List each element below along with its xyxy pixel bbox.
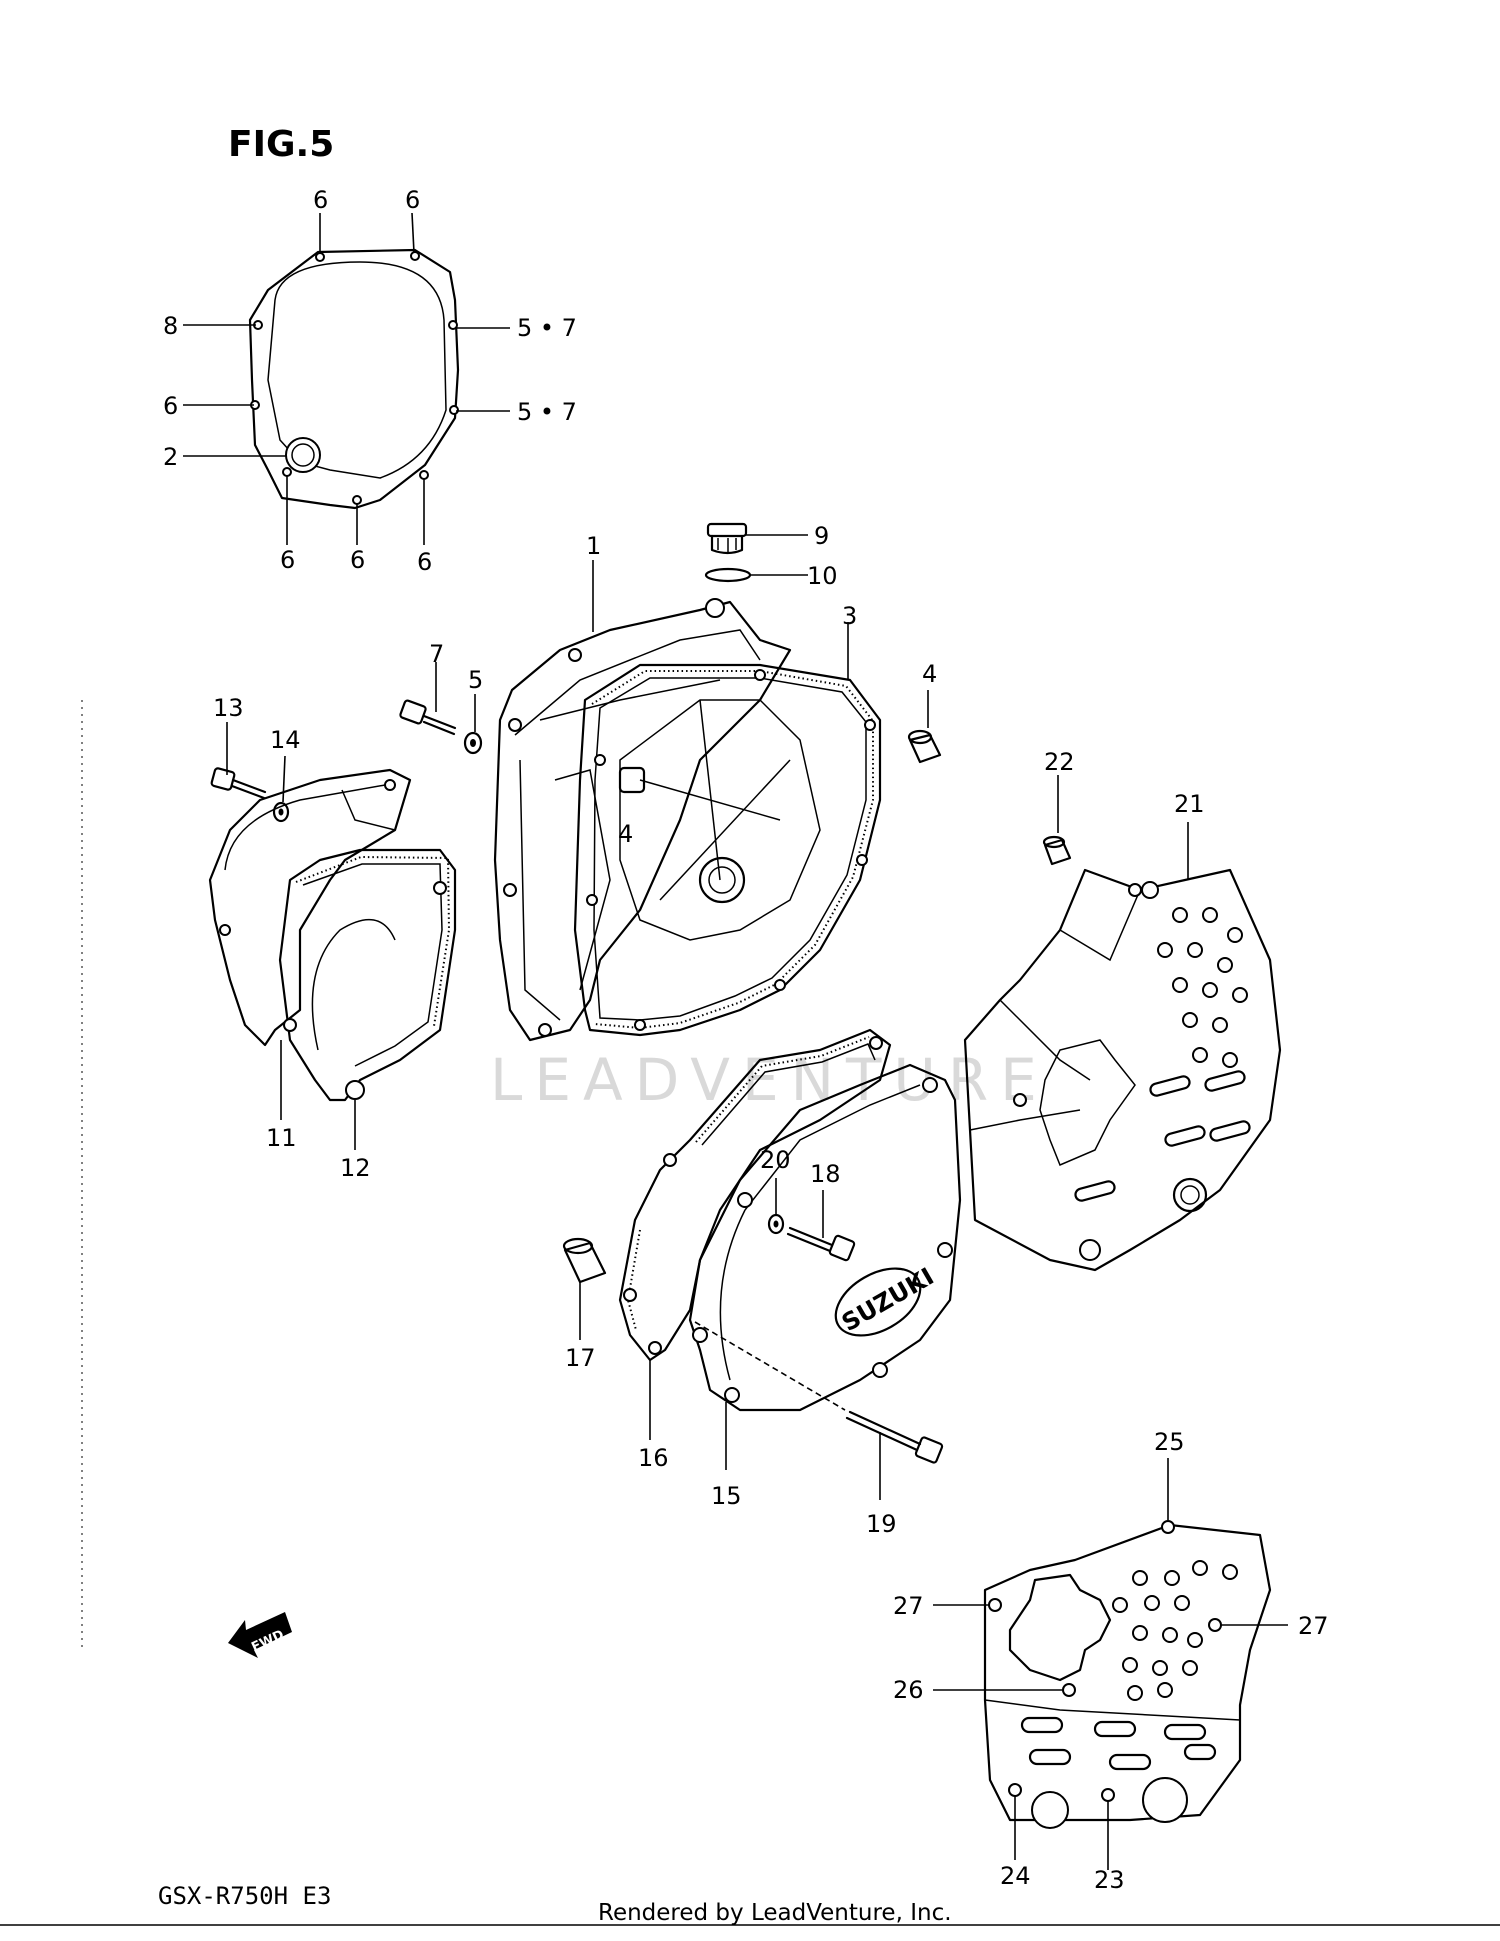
callout: 16 [638,1444,669,1472]
gasket-leaders [183,212,510,545]
callout: 7 [429,640,444,668]
o-ring [704,567,808,583]
callout: 8 [163,312,178,340]
clutch-cover-gasket [248,248,460,510]
washer-20 [767,1178,785,1235]
callout: 6 [405,186,420,214]
callout: 19 [866,1510,897,1538]
callout: 3 [842,602,857,630]
clutch-cover-main-gasket [573,622,882,1037]
footer-credit: Rendered by LeadVenture, Inc. [598,1900,952,1926]
callout: 2 [163,443,178,471]
callout: 27 [1298,1612,1329,1640]
callout: 6 [280,546,295,574]
callout: 4 [618,820,633,848]
bolt-18 [786,1190,856,1262]
callout: 18 [810,1160,841,1188]
callout: 5 • 7 [517,398,577,426]
callout: 6 [350,546,365,574]
callout: 10 [807,562,838,590]
generator-cover-block [963,822,1282,1272]
fwd-arrow-icon: FWD [228,1612,292,1658]
callout: 23 [1094,1866,1125,1894]
callout: 5 • 7 [517,314,577,342]
generator-cover-gasket [618,1028,892,1440]
bolt-13 [210,722,267,800]
bolt-19 [694,1321,944,1500]
model-code: GSX-R750H E3 [158,1882,331,1910]
callout-labels: 6 6 8 5 • 7 6 5 • 7 2 6 6 6 1 9 10 3 7 5… [163,186,1329,1894]
washer-5 [463,694,483,755]
starter-cover [208,768,412,1120]
suzuki-logo: SUZUKI [837,1262,939,1337]
dowel-pin-17 [562,1237,607,1340]
starter-cover-gasket [278,848,457,1150]
callout: 14 [270,726,301,754]
callout: 11 [266,1124,297,1152]
callout: 6 [163,392,178,420]
clutch-cover [493,560,792,1042]
callout: 6 [313,186,328,214]
callout: 5 [468,666,483,694]
callout: 21 [1174,790,1205,818]
callout: 12 [340,1154,371,1182]
callout: 9 [814,522,829,550]
oil-filler-plug [706,522,808,555]
callout: 24 [1000,1862,1031,1890]
dowel-pin-22 [1042,775,1072,866]
generator-cover [688,1063,962,1470]
plate-leaders [933,1458,1288,1870]
bolt-7 [399,662,457,736]
callout: 15 [711,1482,742,1510]
washer-14 [272,755,290,823]
callout: 6 [417,548,432,576]
callout: 17 [565,1344,596,1372]
callout: 22 [1044,748,1075,776]
callout: 13 [213,694,244,722]
figure-title: FIG.5 [228,124,334,165]
dowel-pin-4 [907,690,942,764]
callout: 25 [1154,1428,1185,1456]
callout: 20 [760,1146,791,1174]
callout: 1 [586,532,601,560]
cover-plate [983,1520,1272,1829]
callout: 26 [893,1676,924,1704]
callout: 27 [893,1592,924,1620]
callout: 4 [922,660,937,688]
